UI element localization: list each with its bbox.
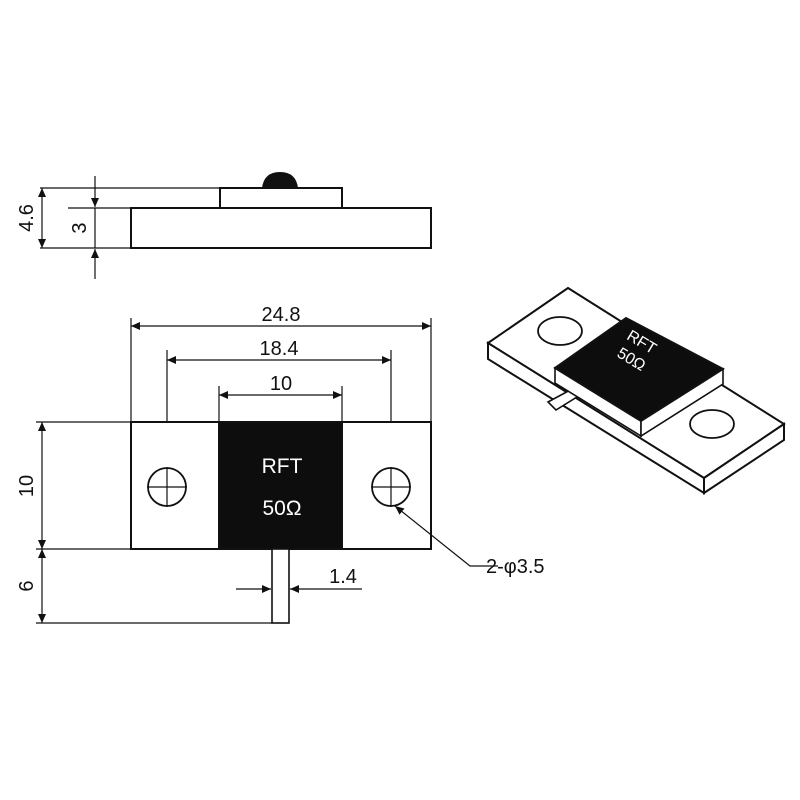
chip-marking-ohm: 50Ω: [262, 497, 301, 520]
dim-base-height: 3: [69, 222, 91, 233]
dim-total-height: 4.6: [16, 204, 38, 232]
top-lead: [271, 548, 290, 624]
top-view: RFT 50Ω 24.8 18.4 10 10 6 1.4 2-φ3.5: [16, 304, 545, 624]
side-solder-bump: [262, 172, 298, 188]
side-view: 4.6 3: [16, 172, 432, 279]
iso-flange-side: [703, 422, 785, 495]
mounting-hole-right: [371, 467, 411, 507]
dim-hole-spacing: 18.4: [260, 338, 299, 360]
dim-body-height: 10: [16, 475, 38, 497]
hole-callout: 2-φ3.5: [486, 556, 545, 578]
iso-chip-top: [553, 316, 725, 423]
dim-lead-width: 1.4: [329, 566, 357, 588]
side-chip: [219, 187, 343, 209]
dim-overall-width: 24.8: [262, 304, 301, 326]
iso-view: RFT 50Ω: [486, 286, 786, 495]
side-flange: [130, 207, 432, 249]
top-chip: [218, 421, 343, 550]
iso-hole-left: [537, 316, 583, 346]
chip-marking-rft: RFT: [262, 455, 303, 478]
dim-chip-width: 10: [270, 373, 292, 395]
iso-hole-right: [689, 409, 735, 439]
hole-callout-leader: [394, 505, 498, 567]
mounting-hole-left: [147, 467, 187, 507]
dim-lead-length: 6: [16, 580, 38, 591]
